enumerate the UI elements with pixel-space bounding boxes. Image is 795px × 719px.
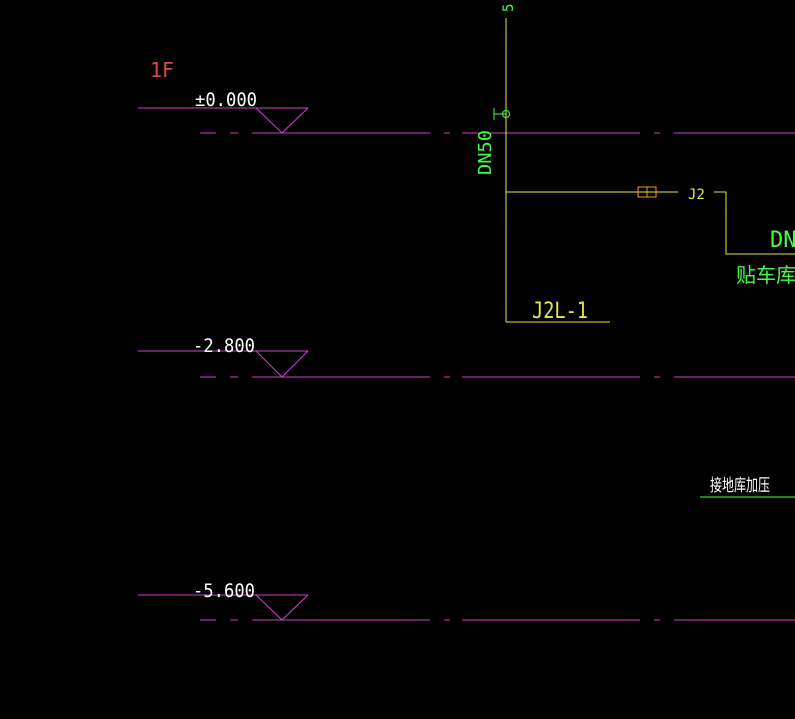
riser-top-fragment: 5	[501, 4, 517, 12]
connection-note: 接地库加压	[710, 476, 770, 496]
level-elevation-text: -5.600	[193, 580, 255, 602]
level-marker: -2.800	[138, 335, 795, 378]
riser-pipe: 5 DN50 J2L-1	[475, 4, 610, 324]
pipe-diameter-label: DN50	[475, 130, 496, 175]
level-triangle	[255, 594, 309, 621]
connection-note-group: 接地库加压	[700, 476, 795, 498]
branch-pipe: J2 DN 贴车库梁	[506, 186, 795, 287]
right-diameter-label: DN	[770, 228, 795, 253]
level-elevation-text: -2.800	[193, 335, 255, 357]
branch-extension	[714, 191, 795, 255]
level-triangle	[255, 107, 309, 134]
level-triangle	[255, 350, 309, 378]
valve-icon	[493, 108, 510, 120]
riser-label: J2L-1	[532, 299, 588, 324]
branch-tag: J2	[688, 187, 705, 203]
floor-line-gaps	[216, 131, 674, 622]
level-elevation-text: ±0.000	[195, 89, 257, 111]
floor-label: 1F	[150, 58, 174, 82]
right-note: 贴车库梁	[736, 263, 795, 287]
level-marker: ±0.000	[138, 89, 795, 134]
level-marker: -5.600	[138, 580, 795, 621]
